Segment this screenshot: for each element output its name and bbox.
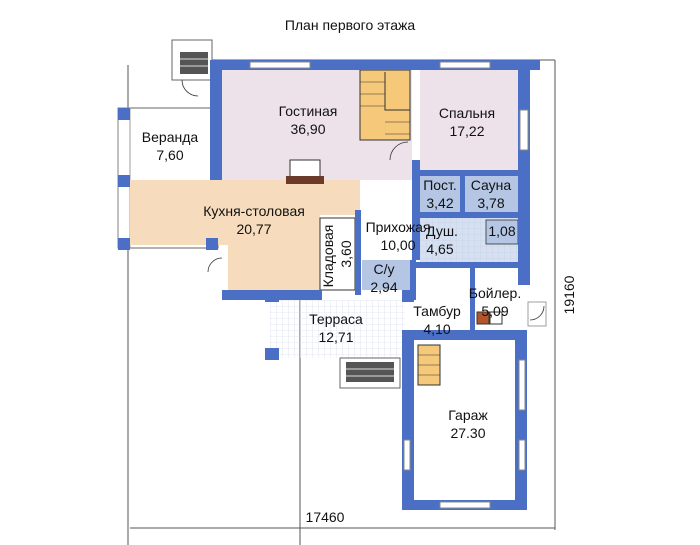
terrace-area <box>270 300 405 358</box>
doors <box>181 79 547 327</box>
hallway-area-value: 10,00 <box>380 237 415 253</box>
hallway-area <box>360 185 415 260</box>
veranda-area-value: 7,60 <box>156 147 183 163</box>
garage-staircase <box>417 344 441 386</box>
wc-label: С/у <box>374 261 395 277</box>
wc-area <box>362 260 410 290</box>
sauna-area <box>465 176 518 212</box>
bedroom-label: Спальня <box>439 105 495 121</box>
plan-title: План первого этажа <box>285 17 416 33</box>
sauna-label: Сауна <box>471 177 512 193</box>
boiler-label: Бойлер. <box>469 285 521 301</box>
terrace-steps <box>339 357 401 389</box>
boiler-tank-icon <box>489 311 503 325</box>
main-staircase <box>359 69 411 141</box>
terrace-label: Терраса <box>309 311 363 327</box>
living-room-area: 36,90 <box>290 121 325 137</box>
top-entrance-steps <box>171 39 213 81</box>
laundry-label: Пост. <box>423 177 457 193</box>
living-room-label: Гостиная <box>279 103 338 119</box>
kitchen-area-value: 20,77 <box>236 221 271 237</box>
fireplace-icon <box>286 159 324 184</box>
garage-label: Гараж <box>448 407 488 423</box>
hallway-label: Прихожая <box>366 219 431 235</box>
boiler-area-value: 5,09 <box>481 303 508 319</box>
pantry-area-value: 3,60 <box>338 240 354 267</box>
height-dimension: 19160 <box>561 275 577 314</box>
vestibule-area-value: 4,10 <box>423 321 450 337</box>
terrace-area-value: 12,71 <box>318 329 353 345</box>
sauna-area-value: 3,78 <box>477 195 504 211</box>
shower-small-area-value: 1,08 <box>488 223 515 239</box>
bedroom-area <box>420 70 518 170</box>
pantry-area <box>319 217 356 291</box>
bedroom-area-value: 17,22 <box>449 123 484 139</box>
boiler-icon <box>476 311 490 325</box>
veranda-label: Веранда <box>142 129 199 145</box>
shower-area-value: 4,65 <box>426 241 453 257</box>
vestibule-label: Тамбур <box>413 303 461 319</box>
kitchen-label: Кухня-столовая <box>203 203 305 219</box>
laundry-area-value: 3,42 <box>426 195 453 211</box>
garage-area-value: 27.30 <box>450 425 485 441</box>
windows <box>249 61 529 509</box>
pantry-label: Кладовая <box>320 225 336 288</box>
laundry-area <box>420 176 460 212</box>
shower-label: Душ. <box>426 223 458 239</box>
kitchen-area <box>130 180 360 290</box>
wc-area-value: 2,94 <box>370 279 397 295</box>
width-dimension: 17460 <box>306 509 345 525</box>
